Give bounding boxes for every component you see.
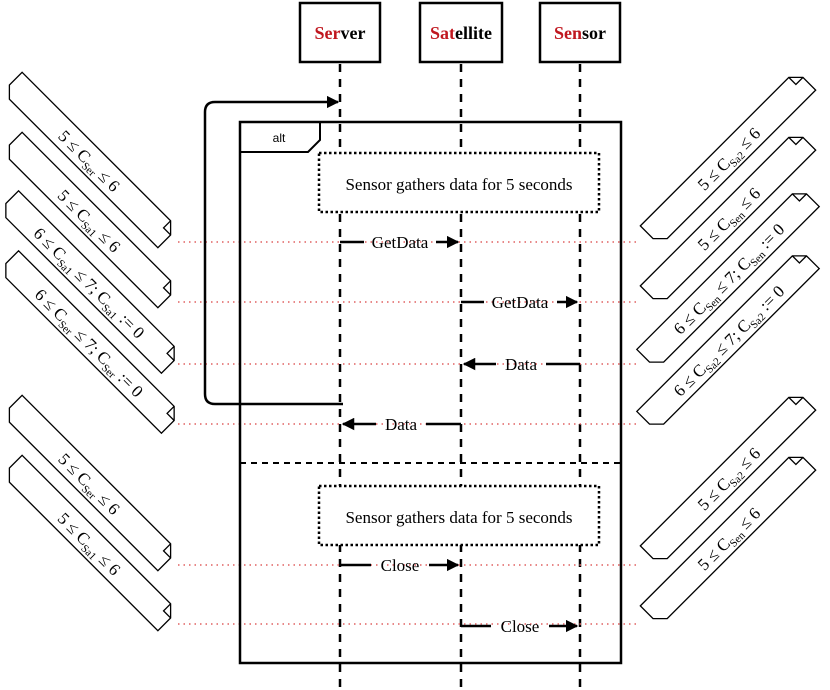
- participant-sensor: Sensor: [538, 1, 622, 64]
- participant-satellite: Satellite: [418, 1, 504, 64]
- message-label: Close: [501, 617, 540, 636]
- participant-sensor-suffix: sor: [582, 23, 606, 43]
- participant-server-prefix: Ser: [315, 23, 341, 43]
- loop-arrow: [203, 95, 343, 406]
- side-note-left-1: 5 ≤ CSer ≤ 6: [8, 71, 172, 249]
- participant-satellite-prefix: Sat: [430, 23, 455, 43]
- side-note-text: 5 ≤ CSer ≤ 6: [52, 127, 123, 198]
- side-note-right-1: 5 ≤ CSa2 ≤ 6: [639, 76, 817, 240]
- gather-note-2-text: Sensor gathers data for 5 seconds: [345, 508, 572, 527]
- message-getdata-satellite-sensor: GetData: [461, 293, 579, 312]
- gather-note-1: Sensor gathers data for 5 seconds: [317, 151, 601, 214]
- message-label: GetData: [492, 293, 549, 312]
- message-label: GetData: [372, 233, 429, 252]
- gather-note-1-text: Sensor gathers data for 5 seconds: [345, 175, 572, 194]
- side-note-right-5: 5 ≤ CSa2 ≤ 6: [639, 396, 817, 560]
- participant-satellite-suffix: ellite: [455, 23, 492, 43]
- message-label: Close: [381, 556, 420, 575]
- message-label: Data: [385, 415, 418, 434]
- participant-server-suffix: ver: [341, 23, 366, 43]
- svg-text:Server: Server: [315, 23, 366, 43]
- message-close-satellite-sensor: Close: [461, 617, 579, 636]
- alt-fragment-label: alt: [273, 131, 286, 145]
- message-getdata-server-satellite: GetData: [340, 233, 460, 252]
- svg-text:Sensor: Sensor: [554, 23, 606, 43]
- side-note-left-6: 5 ≤ CSa1 ≤ 6: [8, 454, 172, 632]
- svg-text:Satellite: Satellite: [430, 23, 492, 43]
- side-note-right-2: 5 ≤ CSen ≤ 6: [639, 136, 817, 300]
- alt-fragment: alt: [238, 120, 623, 665]
- participant-sensor-prefix: Sen: [554, 23, 582, 43]
- message-data-sensor-satellite: Data: [462, 355, 580, 374]
- message-data-satellite-server: Data: [341, 415, 461, 434]
- participant-server: Server: [298, 1, 382, 64]
- message-close-server-satellite: Close: [340, 556, 460, 575]
- gather-note-2: Sensor gathers data for 5 seconds: [317, 484, 601, 547]
- side-note-left-5: 5 ≤ CSer ≤ 6: [8, 394, 172, 572]
- side-note-text: 5 ≤ CSer ≤ 6: [52, 450, 123, 521]
- message-label: Data: [505, 355, 538, 374]
- side-note-right-6: 5 ≤ CSen ≤ 6: [639, 456, 817, 620]
